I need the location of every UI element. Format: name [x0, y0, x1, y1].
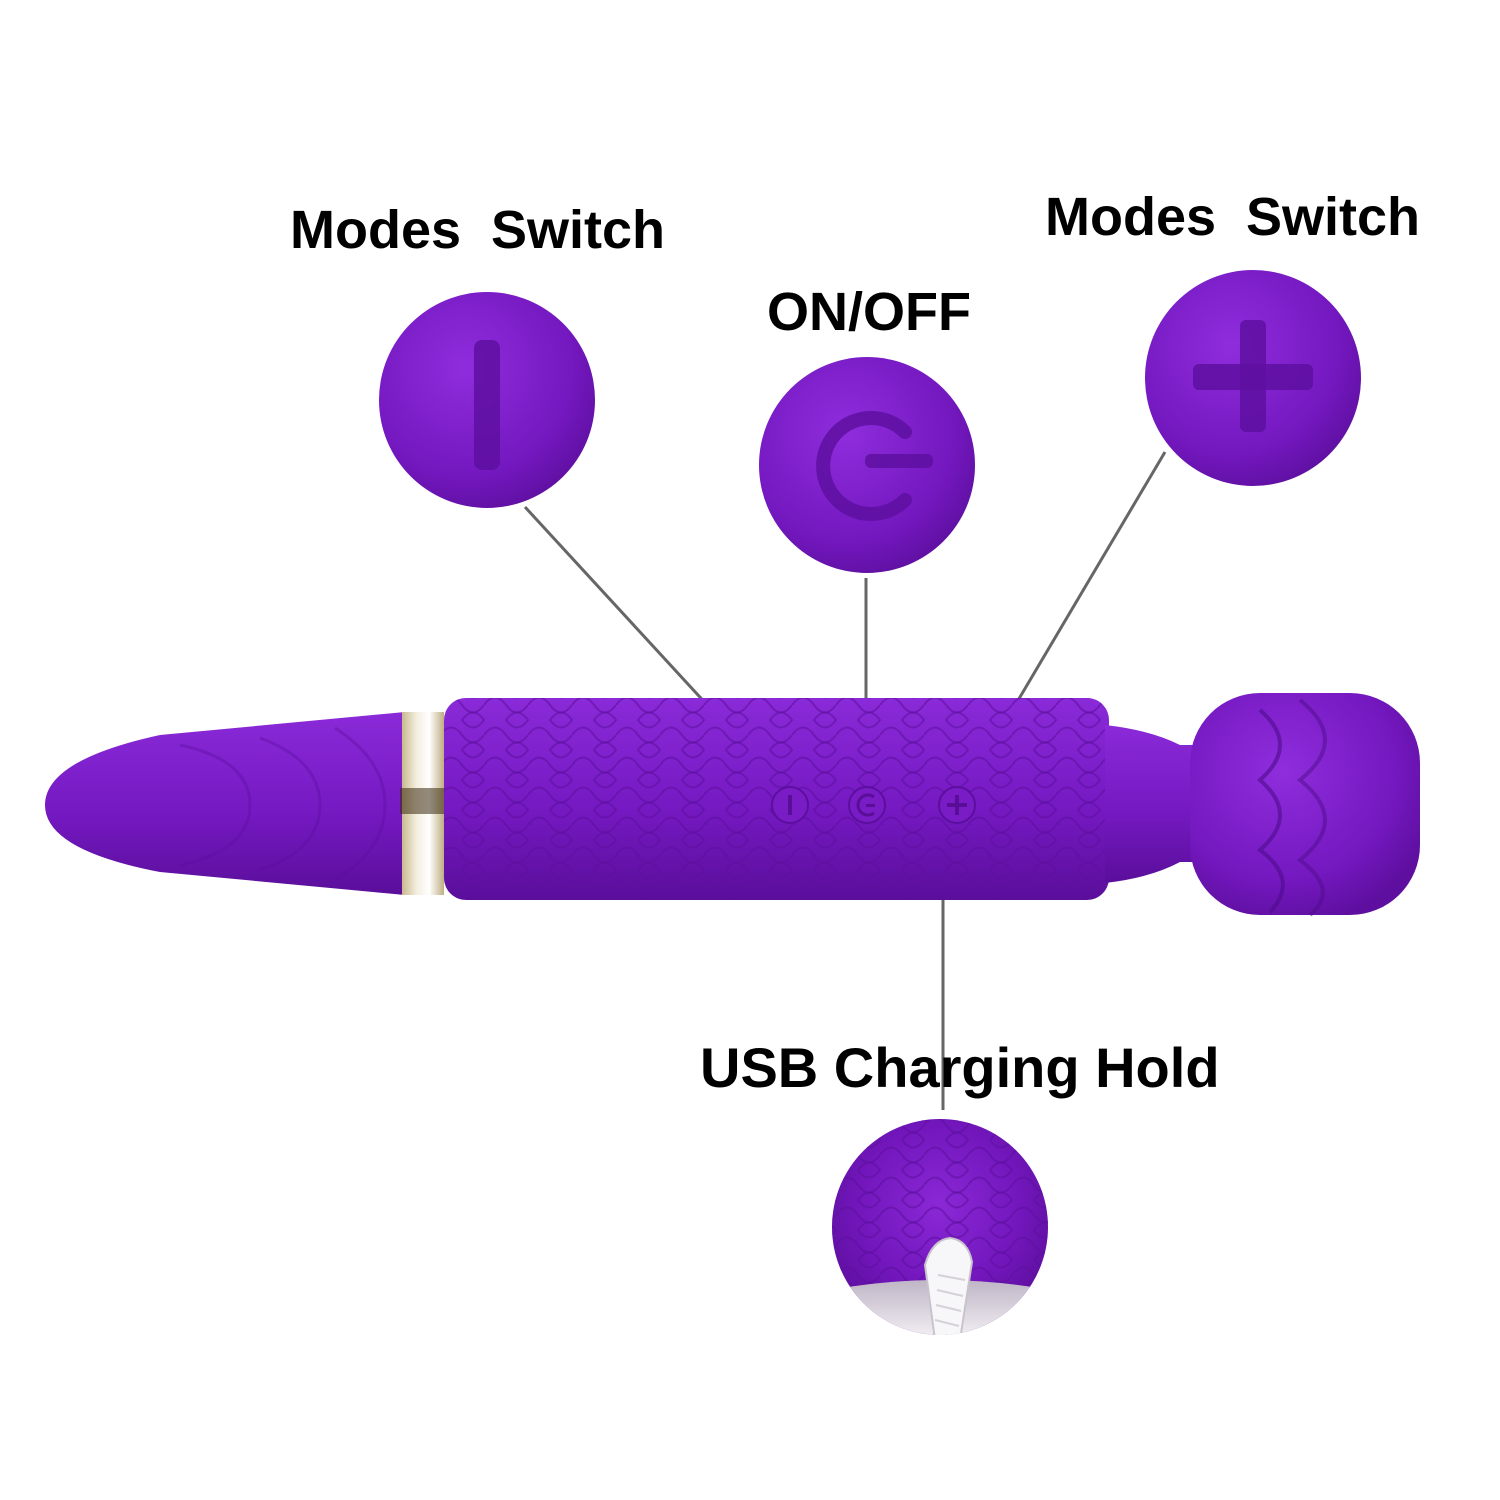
gold-band-inner	[400, 788, 446, 814]
plus-button[interactable]	[938, 786, 976, 824]
power-icon	[856, 793, 875, 817]
zoom-usb-port	[832, 1119, 1048, 1335]
zoom-power-button	[759, 357, 975, 573]
usb-cable-icon	[923, 1236, 974, 1335]
label-usb-charging: USB Charging Hold	[700, 1036, 1220, 1099]
minus-button[interactable]	[771, 786, 809, 824]
zoom-minus-button	[379, 292, 595, 508]
zoom-power-icon	[816, 411, 912, 521]
vibrator-head	[1190, 693, 1420, 917]
minus-bar-icon	[788, 795, 792, 815]
power-button[interactable]	[848, 786, 886, 824]
label-modes-switch-right: Modes Switch	[1045, 187, 1421, 247]
zoom-minus-bar-icon	[474, 340, 500, 470]
label-modes-switch-left: Modes Switch	[290, 200, 666, 260]
zoom-plus-button	[1145, 270, 1361, 486]
vibrator-tip	[45, 712, 405, 895]
vibrator-neck	[1105, 725, 1200, 883]
label-on-off: ON/OFF	[767, 282, 971, 342]
